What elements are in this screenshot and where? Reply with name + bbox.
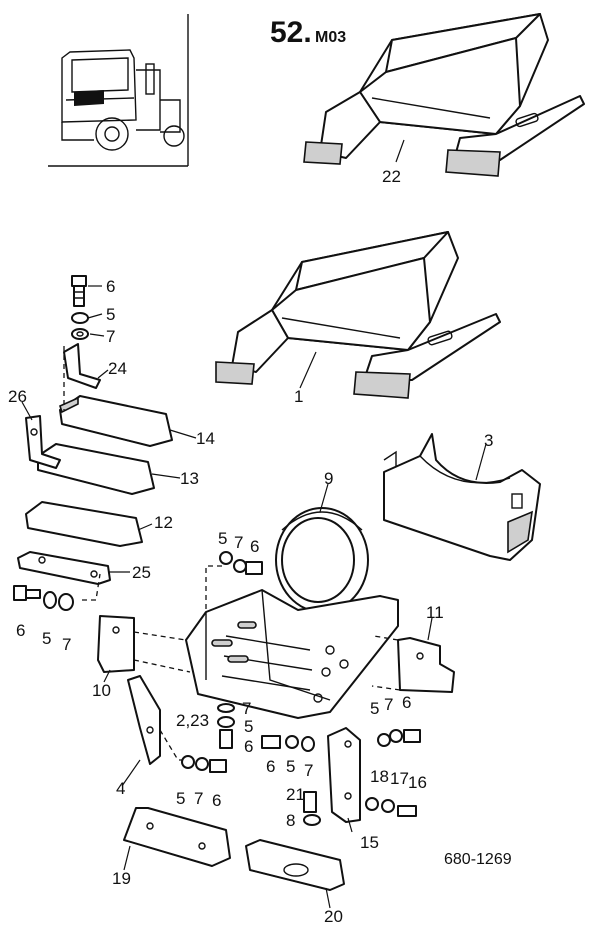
callout-5-right: 5	[370, 699, 379, 718]
callout-25: 25	[132, 563, 151, 582]
callout-5-top: 5	[106, 305, 115, 324]
callout-16: 16	[408, 773, 427, 792]
callout-14: 14	[196, 429, 215, 448]
callout-2-23: 2,23	[176, 711, 209, 730]
callout-6-mid: 6	[244, 737, 253, 756]
fastener-stack-left	[13, 573, 101, 611]
callout-18: 18	[370, 767, 389, 786]
callout-21: 21	[286, 785, 305, 804]
fastener-stack-top-left	[63, 275, 89, 410]
callout-19: 19	[112, 869, 131, 888]
engine-cover-1	[215, 231, 501, 399]
callout-4: 4	[116, 779, 125, 798]
callout-7-low: 7	[194, 789, 203, 808]
callout-7-upper: 7	[234, 533, 243, 552]
main-bracket-2-23	[185, 589, 399, 719]
callout-labels: 22 1 3 9 6 5 7 24 26 14 13 12 25 6 5 7 5…	[8, 167, 493, 926]
step-plate-14	[59, 395, 173, 447]
callout-5-center: 5	[286, 757, 295, 776]
callout-20: 20	[324, 907, 343, 926]
callout-1: 1	[294, 387, 303, 406]
fastener-group-upper-right	[205, 551, 263, 612]
callout-6-left: 6	[16, 621, 25, 640]
bracket-10	[97, 615, 191, 673]
callout-12: 12	[154, 513, 173, 532]
callout-6-center: 6	[266, 757, 275, 776]
callout-5-low: 5	[176, 789, 185, 808]
callout-7-left: 7	[62, 635, 71, 654]
group-suffix: M03	[315, 29, 346, 46]
bracket-11	[371, 635, 455, 693]
callout-5-upper: 5	[218, 529, 227, 548]
callout-6-right: 6	[402, 693, 411, 712]
callout-22: 22	[382, 167, 401, 186]
engine-cover-22	[303, 13, 585, 177]
lower-cover-3	[383, 433, 541, 561]
callout-26: 26	[8, 387, 27, 406]
bracket-25	[17, 551, 111, 585]
bracket-26	[25, 415, 61, 469]
ring-seal-9	[275, 507, 369, 613]
callout-5-mid: 5	[244, 717, 253, 736]
callout-9: 9	[324, 469, 333, 488]
bracket-15	[327, 727, 361, 823]
fastener-group-right	[303, 729, 421, 826]
callout-6-top: 6	[106, 277, 115, 296]
callout-5-left: 5	[42, 629, 51, 648]
group-number: 52.	[270, 16, 312, 49]
bracket-20	[245, 839, 345, 891]
callout-7-right: 7	[384, 695, 393, 714]
truck-icon	[61, 49, 185, 151]
callout-8: 8	[286, 811, 295, 830]
reference-number: 680-1269	[444, 851, 512, 868]
callout-15: 15	[360, 833, 379, 852]
callout-6-low: 6	[212, 791, 221, 810]
callout-24: 24	[108, 359, 127, 378]
step-plate-12	[25, 501, 143, 547]
callout-7-mid: 7	[242, 699, 251, 718]
callout-17: 17	[390, 769, 409, 788]
step-plate-13	[37, 443, 155, 495]
callout-7-top: 7	[106, 327, 115, 346]
truck-location-inset	[48, 14, 189, 167]
bracket-24	[63, 343, 101, 389]
leader-lines	[21, 139, 487, 909]
bracket-4	[127, 675, 186, 765]
callout-7-center: 7	[304, 761, 313, 780]
callout-11: 11	[426, 603, 444, 622]
bracket-19	[123, 807, 231, 867]
group-heading: 52. M03	[270, 16, 346, 49]
callout-10: 10	[92, 681, 111, 700]
callout-3: 3	[484, 431, 493, 450]
fastener-group-middle	[181, 703, 315, 773]
callout-6-upper: 6	[250, 537, 259, 556]
callout-13: 13	[180, 469, 199, 488]
